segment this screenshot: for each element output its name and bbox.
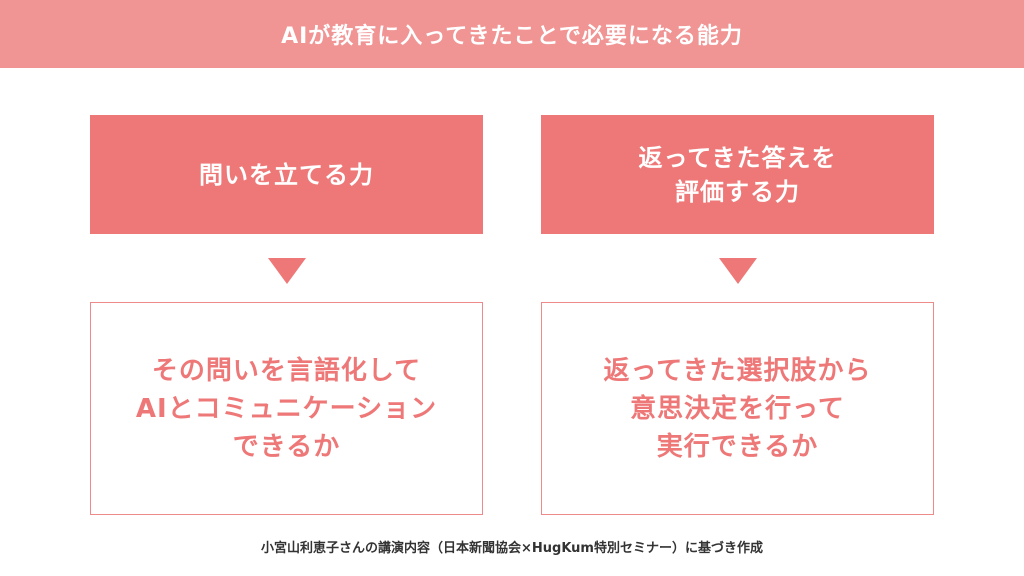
- ability-label-line: 問いを立てる力: [199, 160, 374, 189]
- ability-label: 返ってきた答えを 評価する力: [638, 141, 836, 209]
- outcome-text-line: その問いを言語化して: [151, 355, 422, 386]
- outcome-text-line: AIとコミュニケーション: [135, 393, 438, 424]
- outcome-text: その問いを言語化して AIとコミュニケーション できるか: [136, 352, 437, 466]
- outcome-text-line: 意思決定を行って: [630, 393, 845, 424]
- page-title: AIが教育に入ってきたことで必要になる能力: [281, 24, 743, 49]
- ability-box-evaluate: 返ってきた答えを 評価する力: [541, 115, 934, 234]
- ability-box-question: 問いを立てる力: [90, 115, 483, 234]
- down-arrow-icon: [719, 258, 757, 284]
- outcome-text-line: できるか: [232, 431, 341, 462]
- outcome-box-communicate: その問いを言語化して AIとコミュニケーション できるか: [90, 302, 483, 515]
- title-banner: AIが教育に入ってきたことで必要になる能力: [0, 0, 1024, 68]
- source-caption: 小宮山利恵子さんの講演内容（日本新聞協会×HugKum特別セミナー）に基づき作成: [261, 541, 763, 556]
- ability-label-line: 返ってきた答えを: [638, 143, 837, 172]
- ability-label: 問いを立てる力: [199, 158, 374, 192]
- outcome-box-decide: 返ってきた選択肢から 意思決定を行って 実行できるか: [541, 302, 934, 515]
- ability-label-line: 評価する力: [675, 177, 800, 206]
- outcome-text: 返ってきた選択肢から 意思決定を行って 実行できるか: [604, 352, 872, 466]
- outcome-text-line: 返ってきた選択肢から: [603, 355, 872, 386]
- outcome-text-line: 実行できるか: [656, 431, 819, 462]
- down-arrow-icon: [268, 258, 306, 284]
